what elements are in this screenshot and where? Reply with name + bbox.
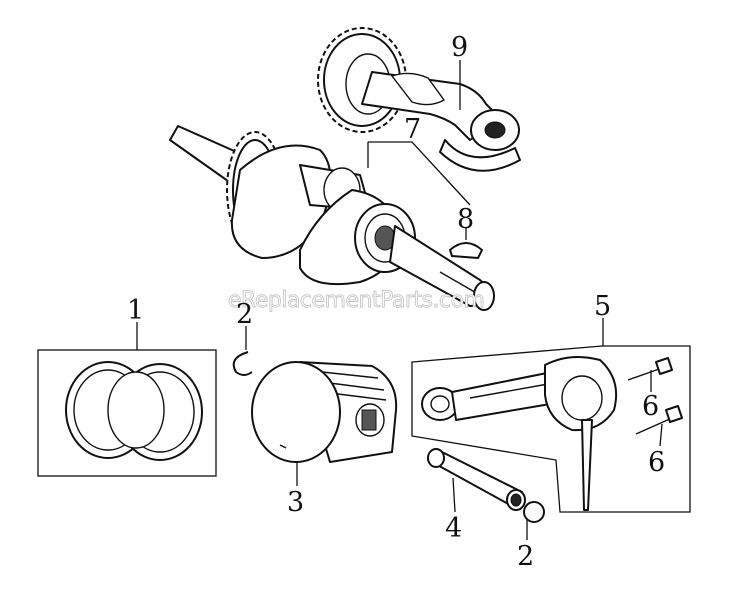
callout-3: 3 — [287, 487, 304, 518]
rod-bolt-icon — [627, 357, 673, 381]
circlip-icon — [232, 351, 253, 376]
callout-6-top: 6 — [642, 391, 659, 422]
callout-9: 9 — [451, 32, 468, 63]
connecting-rod-icon — [411, 345, 691, 513]
crankshaft-icon — [169, 125, 495, 311]
callout-8: 8 — [457, 204, 474, 235]
woodruff-key-icon — [449, 242, 483, 259]
callout-6-bottom: 6 — [648, 447, 665, 478]
callout-7: 7 — [404, 114, 421, 145]
callout-2-bottom: 2 — [517, 541, 534, 572]
camshaft-icon — [317, 27, 521, 172]
leader-lines — [136, 60, 663, 540]
callout-1: 1 — [127, 295, 144, 326]
piston-icon — [251, 361, 398, 463]
callout-2-top: 2 — [236, 299, 253, 330]
piston-rings-icon — [37, 349, 217, 477]
rod-bolt-icon — [635, 405, 683, 435]
watermark: eReplacementParts.com — [228, 288, 484, 313]
piston-pin-icon — [427, 448, 526, 511]
callout-4: 4 — [445, 513, 462, 544]
circlip-icon — [523, 501, 545, 523]
callout-5: 5 — [594, 291, 611, 322]
